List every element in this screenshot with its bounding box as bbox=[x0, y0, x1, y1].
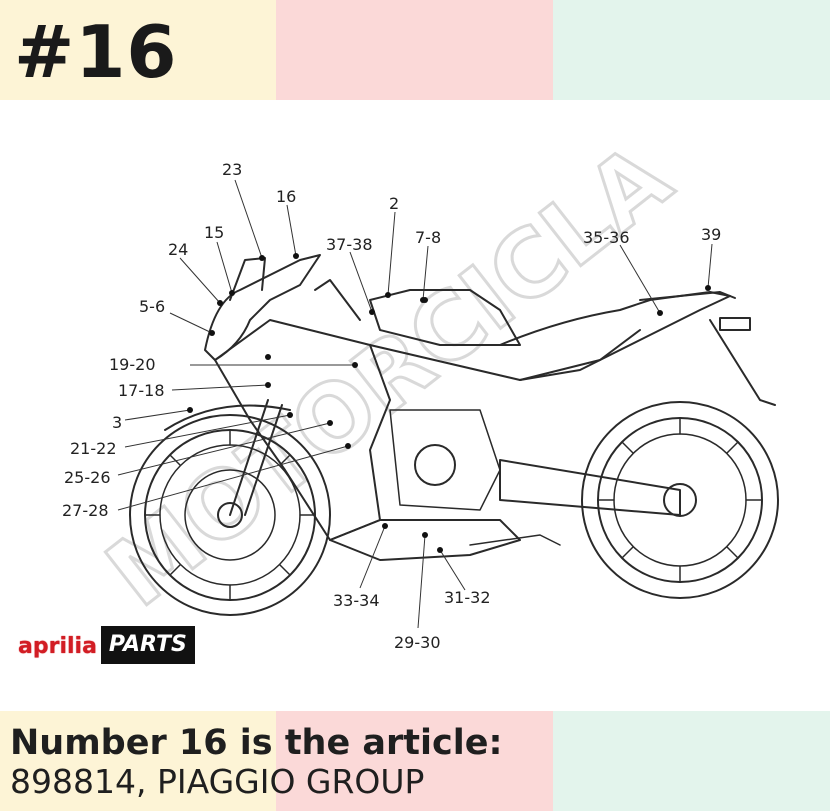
header-band bbox=[0, 0, 830, 100]
callout-2: 2 bbox=[389, 194, 399, 213]
callout-29-30: 29-30 bbox=[394, 633, 441, 652]
pillion-seat bbox=[639, 291, 736, 301]
callout-7-8: 7-8 bbox=[415, 228, 441, 247]
exhaust bbox=[469, 534, 561, 546]
band-mint-bottom bbox=[553, 711, 830, 811]
aprilia-parts-logo: aprilia PARTS bbox=[14, 626, 195, 664]
seat-tail bbox=[499, 291, 731, 381]
fuel-tank bbox=[369, 289, 521, 346]
front-fairing bbox=[204, 254, 321, 361]
plate-holder bbox=[709, 319, 776, 406]
frame bbox=[369, 329, 641, 381]
callout-27-28: 27-28 bbox=[62, 501, 109, 520]
handlebar bbox=[314, 279, 361, 321]
side-fairing bbox=[214, 319, 391, 541]
footer-band bbox=[0, 711, 830, 811]
band-pink-bottom bbox=[276, 711, 553, 811]
motorcycle-parts-diagram: MOTORCICLA bbox=[62, 122, 779, 652]
callout-21-22: 21-22 bbox=[70, 439, 117, 458]
band-yellow-bottom bbox=[0, 711, 276, 811]
callout-33-34: 33-34 bbox=[333, 591, 380, 610]
caption-line-1: Number 16 is the article: bbox=[10, 723, 503, 763]
page-title: #16 bbox=[14, 10, 178, 94]
rear-tyre bbox=[581, 401, 779, 599]
belly-pan bbox=[329, 519, 521, 561]
band-pink bbox=[276, 0, 553, 100]
callout-35-36: 35-36 bbox=[583, 228, 630, 247]
callout-19-20: 19-20 bbox=[109, 355, 156, 374]
engine-cover bbox=[414, 444, 456, 486]
callout-3: 3 bbox=[112, 413, 122, 432]
logo-suffix: PARTS bbox=[100, 626, 195, 664]
engine bbox=[389, 409, 501, 511]
caption-line-2: 898814, PIAGGIO GROUP bbox=[10, 762, 425, 801]
callout-37-38: 37-38 bbox=[326, 235, 373, 254]
band-yellow bbox=[0, 0, 276, 100]
callout-17-18: 17-18 bbox=[118, 381, 165, 400]
callout-23: 23 bbox=[222, 160, 242, 179]
band-mint bbox=[553, 0, 830, 100]
callout-25-26: 25-26 bbox=[64, 468, 111, 487]
front-hub bbox=[217, 502, 243, 528]
front-tyre bbox=[129, 414, 331, 616]
callout-39: 39 bbox=[701, 225, 721, 244]
windscreen bbox=[229, 257, 266, 301]
callout-16: 16 bbox=[276, 187, 296, 206]
logo-brand: aprilia bbox=[14, 628, 101, 662]
callout-24: 24 bbox=[168, 240, 188, 259]
callout-31-32: 31-32 bbox=[444, 588, 491, 607]
callout-5-6: 5-6 bbox=[139, 297, 165, 316]
tail-light bbox=[719, 317, 751, 331]
brake-disc bbox=[184, 469, 276, 561]
callout-15: 15 bbox=[204, 223, 224, 242]
swingarm bbox=[499, 459, 681, 516]
